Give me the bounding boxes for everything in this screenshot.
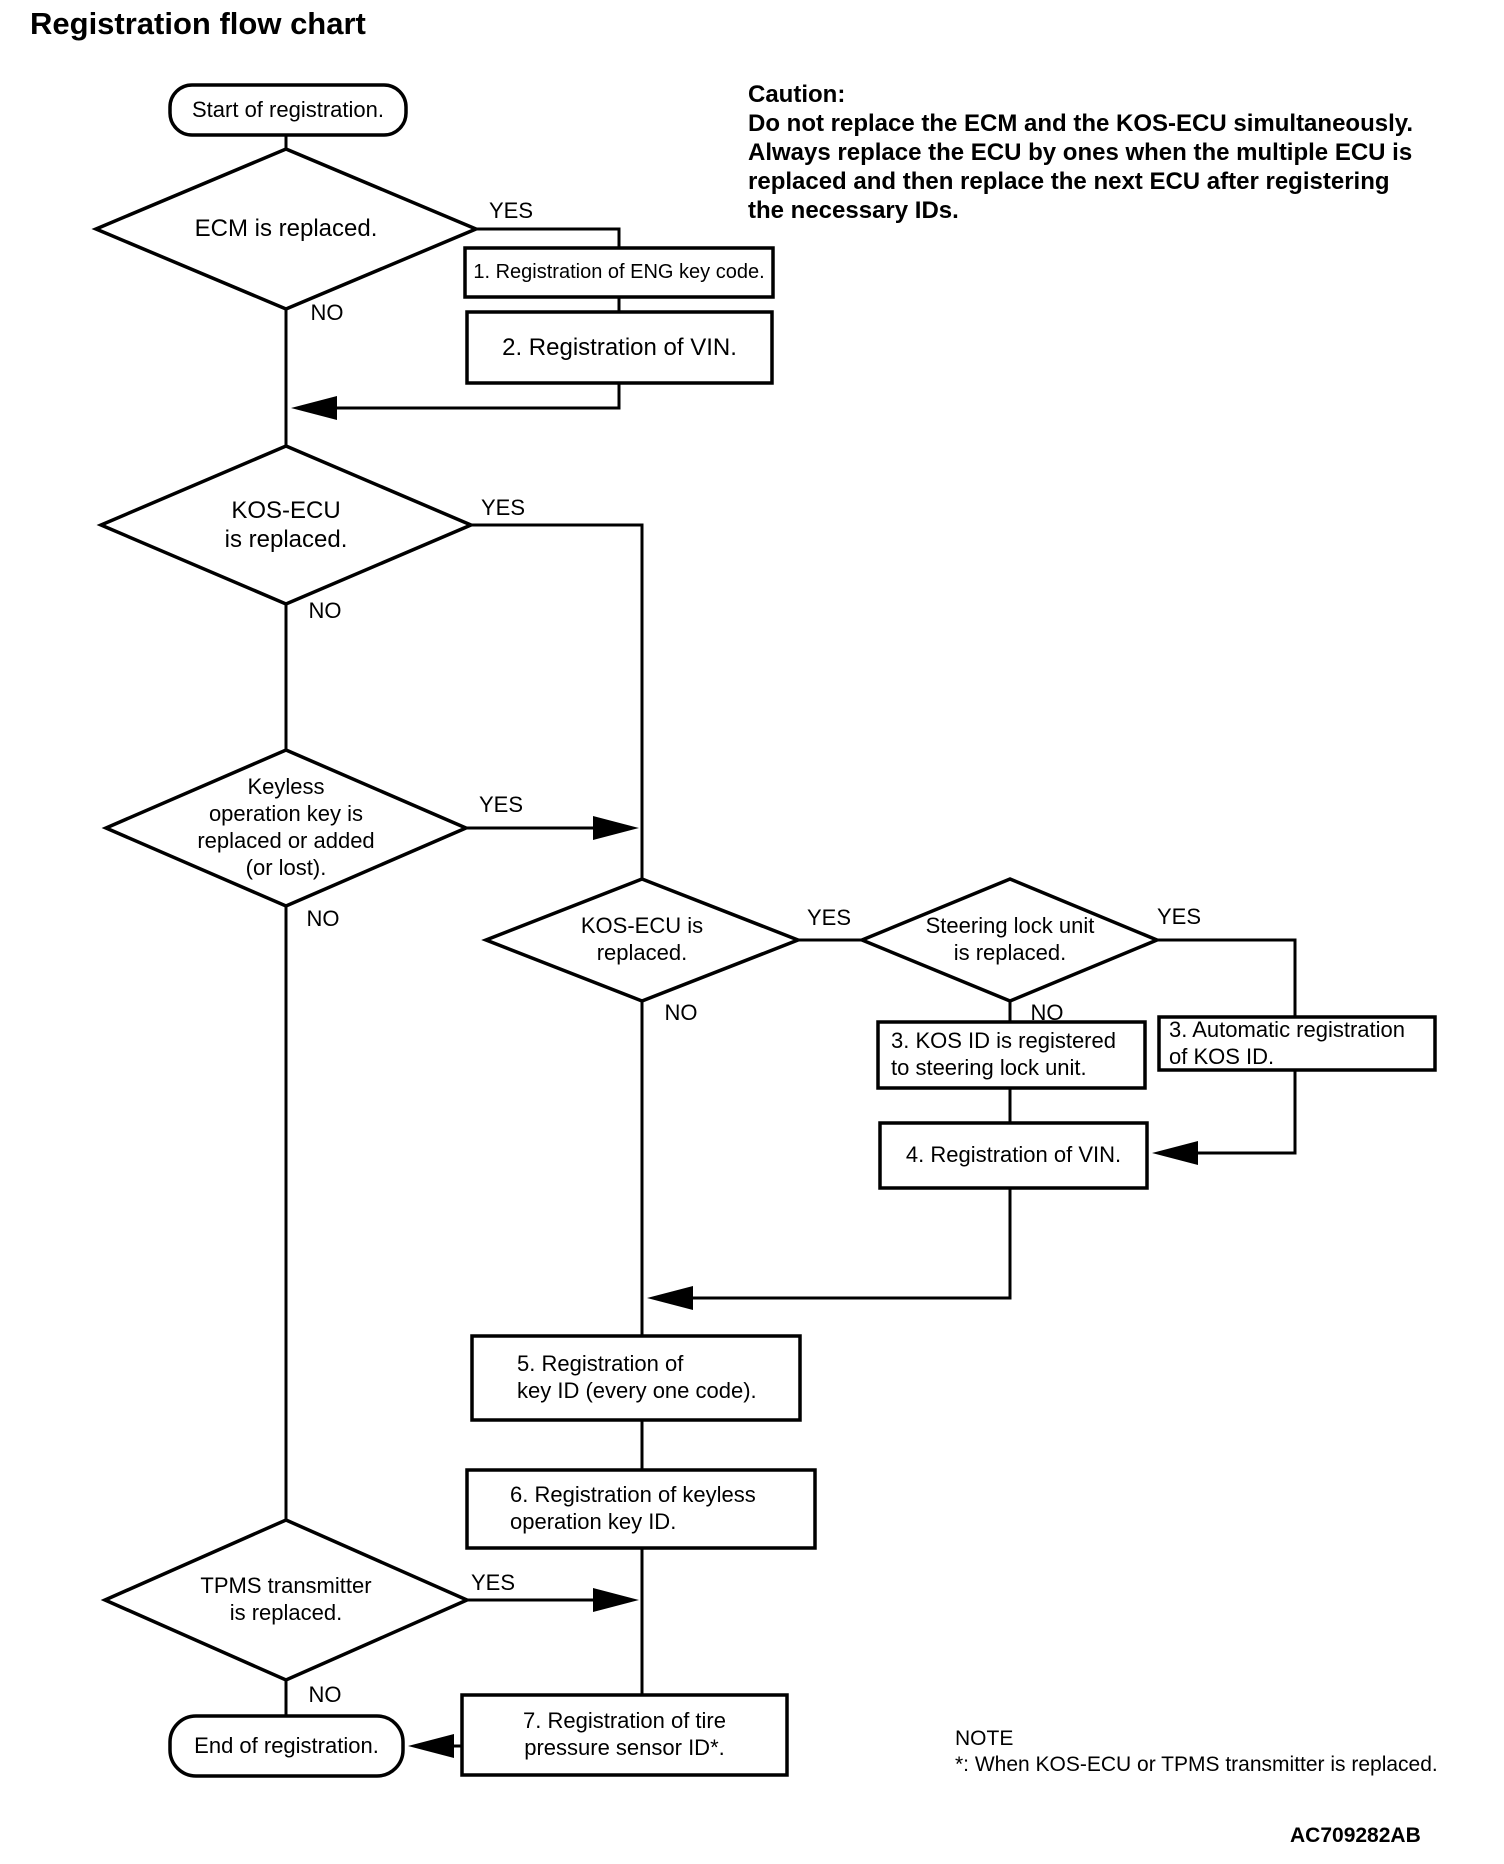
decision-keyless-key-label: Keyless operation key is replaced or add… xyxy=(197,774,375,880)
step7-label: 7. Registration of tire pressure sensor … xyxy=(523,1708,726,1760)
step1-label: 1. Registration of ENG key code. xyxy=(473,261,765,284)
decision-kos-ecu-2-label: KOS-ECU is replaced. xyxy=(580,913,704,965)
step3-registered-label: 3. KOS ID is registered to steering lock… xyxy=(891,1028,1116,1080)
note-heading: NOTE xyxy=(955,1727,1014,1750)
decision-kos-ecu-2-shape xyxy=(481,877,803,1003)
note-body: *: When KOS-ECU or TPMS transmitter is r… xyxy=(955,1753,1438,1776)
decision-steering-lock-shape xyxy=(857,877,1162,1003)
label-yes-ecm: YES xyxy=(488,197,534,223)
decision-kos-ecu-shape xyxy=(96,444,476,606)
decision-keyless-key-shape xyxy=(101,748,471,908)
label-no-keyless-key: NO xyxy=(306,905,340,931)
arrowhead-step2-merge xyxy=(291,396,337,420)
arrowhead-keyless-yes xyxy=(593,816,639,840)
note-block: NOTE *: When KOS-ECU or TPMS transmitter… xyxy=(955,1726,1475,1778)
arrowheads xyxy=(291,396,1198,1758)
decision-tpms-shape xyxy=(100,1518,472,1682)
label-no-kos-ecu-2: NO xyxy=(664,999,698,1025)
arrowhead-step4-merge xyxy=(647,1286,693,1310)
connector-steering-yes xyxy=(1157,938,1297,1018)
caution-block: Caution: Do not replace the ECM and the … xyxy=(748,80,1493,225)
page-title: Registration flow chart xyxy=(30,6,366,41)
arrowhead-automatic-to-step4 xyxy=(1152,1141,1198,1165)
arrowhead-tpms-yes xyxy=(593,1588,639,1612)
connector-lines xyxy=(284,135,1297,1748)
label-no-ecm: NO xyxy=(310,299,344,325)
step2-shape xyxy=(465,310,774,385)
label-no-steering-lock: NO xyxy=(1030,999,1064,1025)
connector-step2-merge xyxy=(334,383,621,410)
connector-kos-yes xyxy=(471,523,644,880)
step3-automatic-shape xyxy=(1157,1015,1437,1072)
connector-ecm-yes xyxy=(476,227,621,249)
decision-kos-ecu-label: KOS-ECU is replaced. xyxy=(224,496,348,553)
step3-automatic-label: 3. Automatic registration of KOS ID. xyxy=(1169,1016,1406,1069)
label-yes-kos-ecu-2: YES xyxy=(806,904,852,930)
step1-shape xyxy=(463,246,775,299)
step6-label: 6. Registration of keyless operation key… xyxy=(510,1482,756,1534)
step2-label: 2. Registration of VIN. xyxy=(502,333,737,361)
arrowhead-step7-end xyxy=(408,1734,454,1758)
start-node-label: Start of registration. xyxy=(192,96,384,122)
step4-shape xyxy=(878,1121,1149,1190)
decision-tpms-label: TPMS transmitter is replaced. xyxy=(200,1573,372,1625)
end-node-label: End of registration. xyxy=(194,1732,379,1758)
caution-body: Do not replace the ECM and the KOS-ECU s… xyxy=(748,110,1413,224)
label-yes-tpms: YES xyxy=(470,1569,516,1595)
step7-shape xyxy=(460,1693,789,1777)
step6-shape xyxy=(465,1468,817,1550)
step5-shape xyxy=(470,1334,802,1422)
label-yes-kos-ecu: YES xyxy=(480,494,526,520)
end-node-shape xyxy=(168,1714,405,1778)
label-no-tpms: NO xyxy=(308,1681,342,1707)
decision-ecm-label: ECM is replaced. xyxy=(194,215,378,243)
node-shapes xyxy=(91,83,1437,1778)
decision-ecm-shape xyxy=(91,147,481,311)
label-yes-steering-lock: YES xyxy=(1156,903,1202,929)
label-no-kos-ecu: NO xyxy=(308,597,342,623)
connector-step4-merge xyxy=(690,1188,1012,1300)
start-node-shape xyxy=(168,83,408,137)
decision-steering-lock-label: Steering lock unit is replaced. xyxy=(925,913,1095,965)
step3-registered-shape xyxy=(876,1020,1147,1090)
step5-label: 5. Registration of key ID (every one cod… xyxy=(517,1351,757,1403)
label-yes-keyless-key: YES xyxy=(478,791,524,817)
connector-automatic-to-step4 xyxy=(1195,1070,1297,1155)
figure-code: AC709282AB xyxy=(1290,1824,1421,1847)
caution-heading: Caution: xyxy=(748,81,846,108)
step4-label: 4. Registration of VIN. xyxy=(905,1142,1122,1168)
